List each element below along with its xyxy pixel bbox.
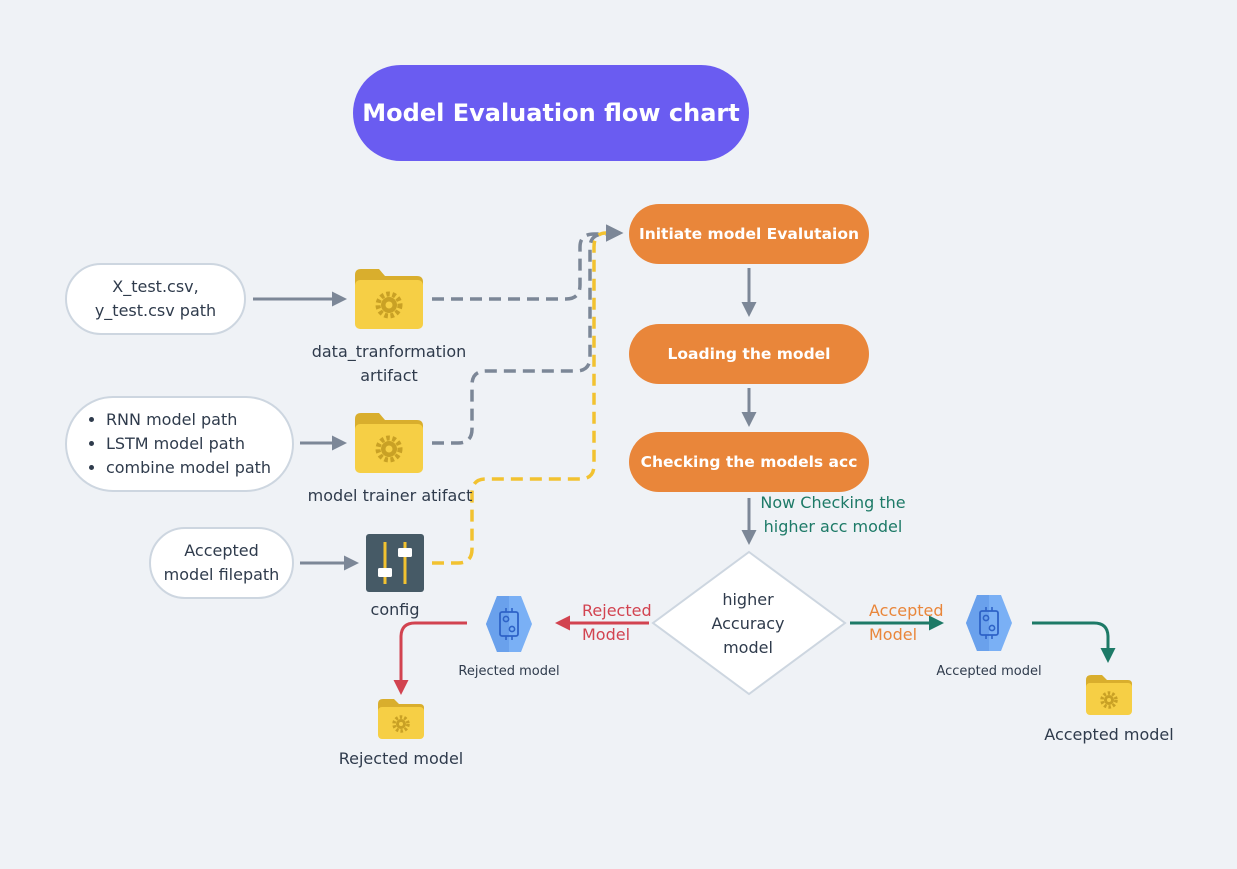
folder-gear-icon	[378, 699, 424, 739]
test-csv-line-1: X_test.csv,	[112, 277, 199, 296]
accepted-edge-line-1: Accepted	[869, 601, 944, 620]
accepted-filepath-node: Accepted model filepath	[149, 527, 294, 599]
model-path-combine: combine model path	[106, 456, 271, 480]
loading-model-step: Loading the model	[629, 324, 869, 384]
check-note-line-1: Now Checking the	[760, 493, 906, 512]
test-csv-line-2: y_test.csv path	[94, 301, 217, 320]
check-note-line-2: higher acc model	[763, 517, 903, 536]
decision-line-2: Accuracy	[711, 614, 785, 633]
rejected-folder-label: Rejected model	[338, 749, 464, 768]
folder-gear-icon	[1086, 675, 1132, 715]
accepted-filepath-line-2: model filepath	[163, 565, 280, 584]
accepted-filepath-line-1: Accepted	[184, 541, 259, 560]
chart-title: Model Evaluation flow chart	[353, 65, 749, 161]
data-transformation-line-2: artifact	[360, 366, 418, 385]
test-csv-node: X_test.csv, y_test.csv path	[65, 263, 246, 335]
data-transformation-line-1: data_tranformation	[311, 342, 467, 361]
accepted-edge-line-2: Model	[869, 625, 918, 644]
arrow-accepted-to-folder	[1032, 621, 1116, 663]
decision-diamond	[651, 550, 847, 696]
dashed-link-model-trainer	[432, 232, 618, 445]
dashed-link-data-transformation	[432, 232, 618, 301]
model-path-rnn: RNN model path	[106, 408, 271, 432]
model-chip-icon	[966, 595, 1012, 651]
checking-acc-step: Checking the models acc	[629, 432, 869, 492]
decision-label: higher Accuracy model	[688, 588, 808, 660]
accepted-edge-label: Accepted Model	[869, 599, 949, 647]
dashed-link-config	[432, 224, 624, 565]
check-note: Now Checking the higher acc model	[758, 491, 908, 539]
folder-gear-icon	[355, 413, 423, 473]
model-paths-list: RNN model path LSTM model path combine m…	[88, 408, 271, 480]
decision-line-3: model	[723, 638, 773, 657]
model-paths-node: RNN model path LSTM model path combine m…	[65, 396, 294, 492]
model-path-lstm: LSTM model path	[106, 432, 271, 456]
folder-gear-icon	[355, 269, 423, 329]
accepted-model-label: Accepted model	[936, 664, 1042, 679]
rejected-edge-label: Rejected Model	[582, 599, 662, 647]
decision-line-1: higher	[722, 590, 774, 609]
rejected-model-label: Rejected model	[458, 664, 560, 679]
initiate-evaluation-step: Initiate model Evalutaion	[629, 204, 869, 264]
accepted-folder-label: Accepted model	[1044, 725, 1174, 744]
rejected-edge-line-1: Rejected	[582, 601, 652, 620]
arrow-rejected-to-folder	[393, 621, 467, 695]
config-label: config	[370, 600, 420, 619]
config-sliders-icon	[366, 534, 424, 592]
model-chip-icon	[486, 596, 532, 652]
data-transformation-label: data_tranformation artifact	[304, 340, 474, 388]
model-trainer-label: model trainer atifact	[307, 486, 473, 505]
rejected-edge-line-2: Model	[582, 625, 631, 644]
